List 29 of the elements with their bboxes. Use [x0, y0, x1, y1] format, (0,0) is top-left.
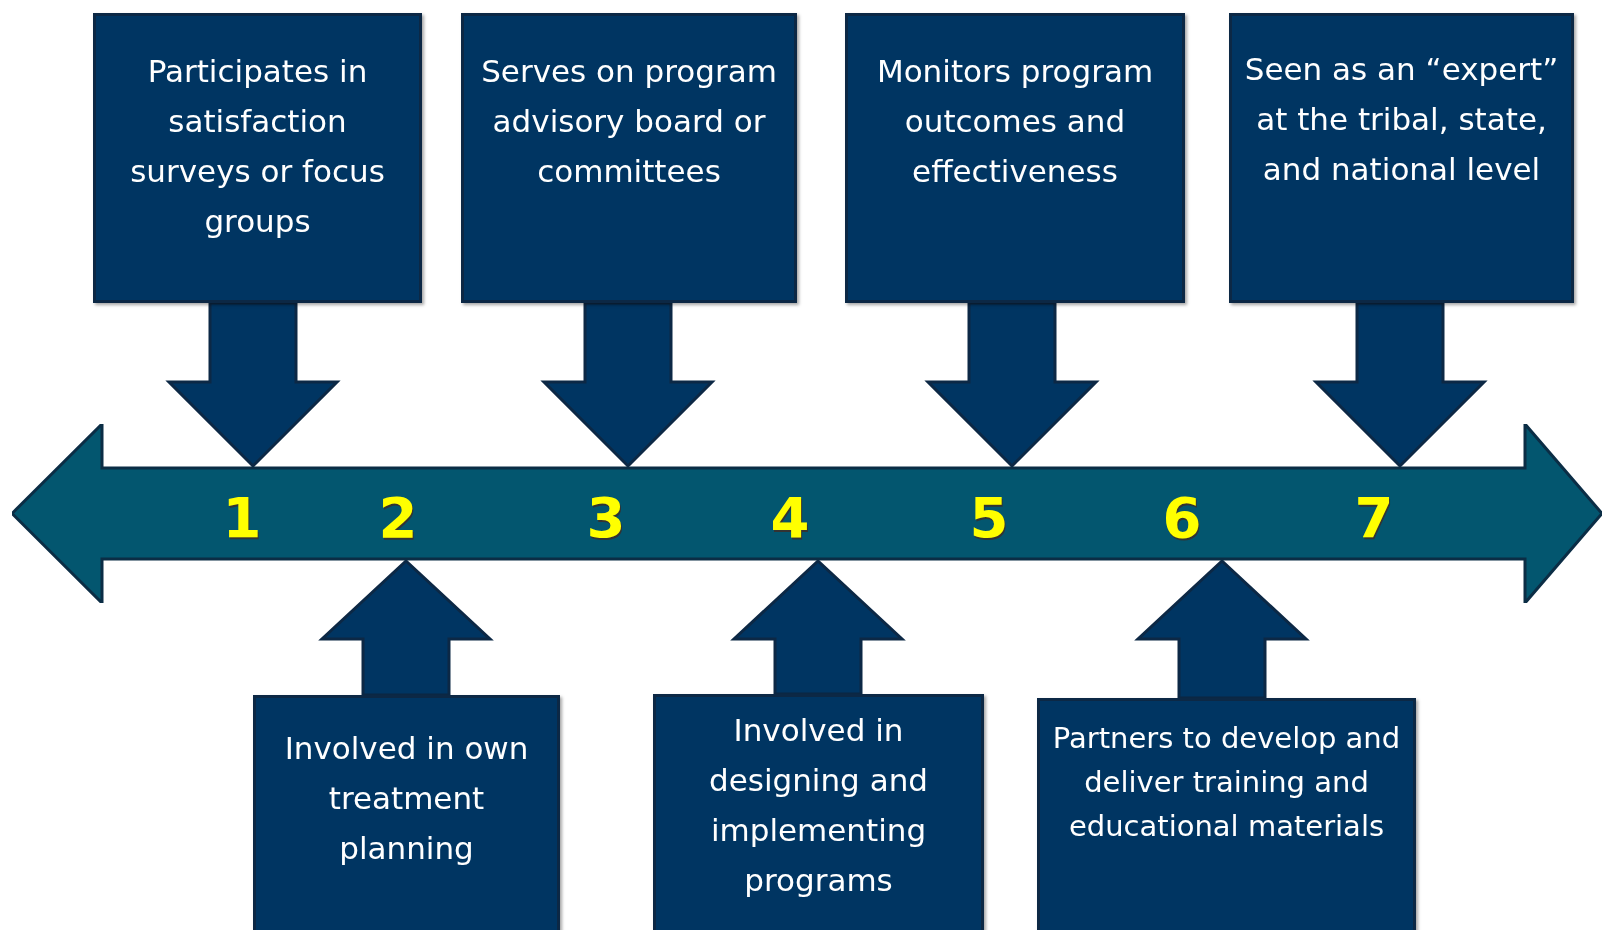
callout-box [253, 695, 560, 930]
block-arrow [1312, 301, 1488, 469]
step-number: 3 [586, 490, 626, 546]
callout-text: Monitors program outcomes and effectiveness [875, 52, 1155, 191]
step-number: 2 [378, 490, 418, 546]
step-number: 7 [1354, 490, 1394, 546]
block-arrow [924, 301, 1100, 469]
callout-box [1037, 698, 1416, 930]
step-number: 6 [1162, 490, 1202, 546]
block-arrow [318, 558, 494, 697]
callout-box [845, 13, 1185, 303]
callout-box [1229, 13, 1574, 303]
block-arrow [1134, 558, 1310, 700]
callout-text: Involved in designing and implementing programs [708, 711, 929, 900]
callout-text: Seen as an “expert” at the tribal, state, and national level [1243, 50, 1560, 189]
callout-text: Involved in own treatment planning [283, 729, 530, 868]
block-arrow [165, 301, 341, 469]
callout-box [93, 13, 422, 303]
block-arrow [540, 301, 716, 469]
callout-box [653, 694, 984, 930]
block-arrow [730, 558, 906, 696]
callout-box [461, 13, 797, 303]
step-number: 4 [770, 490, 810, 546]
callout-text: Partners to develop and deliver training and educational materials [1051, 720, 1402, 845]
callout-text: Serves on program advisory board or committees [480, 52, 778, 191]
callout-text: Participates in satisfaction surveys or focus groups [129, 52, 386, 241]
step-number: 5 [969, 490, 1009, 546]
step-number: 1 [222, 490, 262, 546]
double-arrow-timeline [12, 424, 1602, 603]
